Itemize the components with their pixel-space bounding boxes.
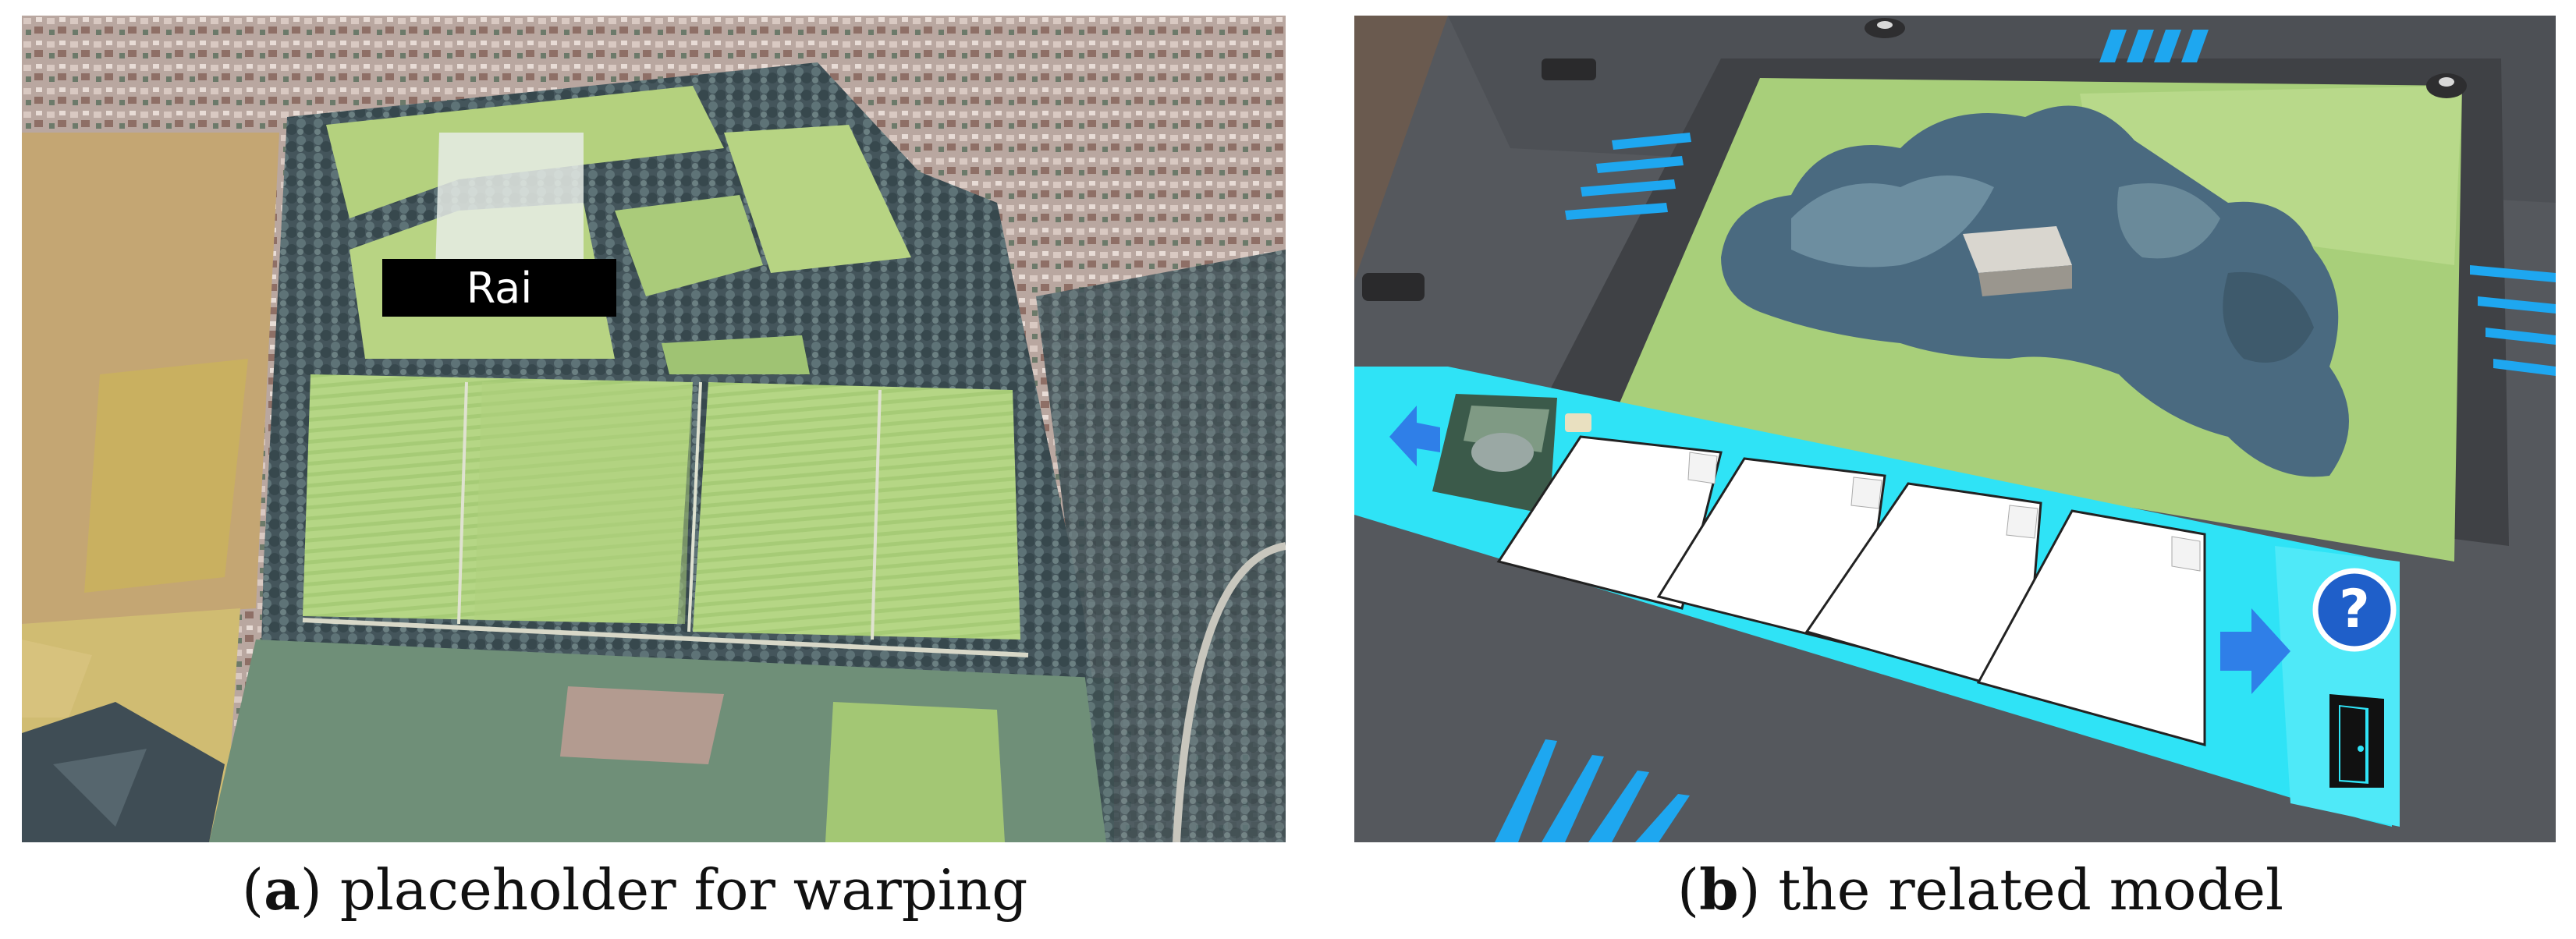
caption-a-text: placeholder for warping: [339, 857, 1028, 923]
accent-stripes-bottom: [1495, 739, 1690, 842]
caption-a-letter: a: [264, 856, 300, 923]
back-arrow-icon[interactable]: [1389, 406, 1440, 466]
accent-stripes-left: [1565, 133, 1691, 220]
caption-panel-b: (b) the related model: [1677, 856, 2284, 923]
aerial-map-image: [22, 16, 1286, 842]
toolbar-slot-1[interactable]: [1496, 435, 1723, 610]
forward-arrow-icon[interactable]: [2220, 608, 2290, 694]
accent-stripes-top: [2099, 30, 2209, 62]
caption-panel-a: (a) placeholder for warping: [242, 856, 1028, 923]
caption-b-letter: b: [1699, 856, 1739, 923]
model-scene: [1354, 16, 2556, 842]
map-place-label: Rai: [382, 259, 616, 317]
help-question-glyph: ?: [2339, 579, 2370, 640]
accent-stripes-right: [2470, 265, 2556, 376]
tray-handle-left: [1362, 273, 1425, 301]
model-view-panel: ?: [1354, 16, 2556, 842]
tray-handle-top: [1542, 58, 1596, 80]
aerial-map-panel: Rai: [22, 16, 1286, 842]
toolbar-slot-4[interactable]: [1976, 509, 2206, 746]
caption-b-text: the related model: [1778, 857, 2284, 923]
help-button[interactable]: [2312, 568, 2397, 652]
building-model: [1963, 226, 2072, 273]
thumbnail-tag: [1565, 413, 1591, 432]
